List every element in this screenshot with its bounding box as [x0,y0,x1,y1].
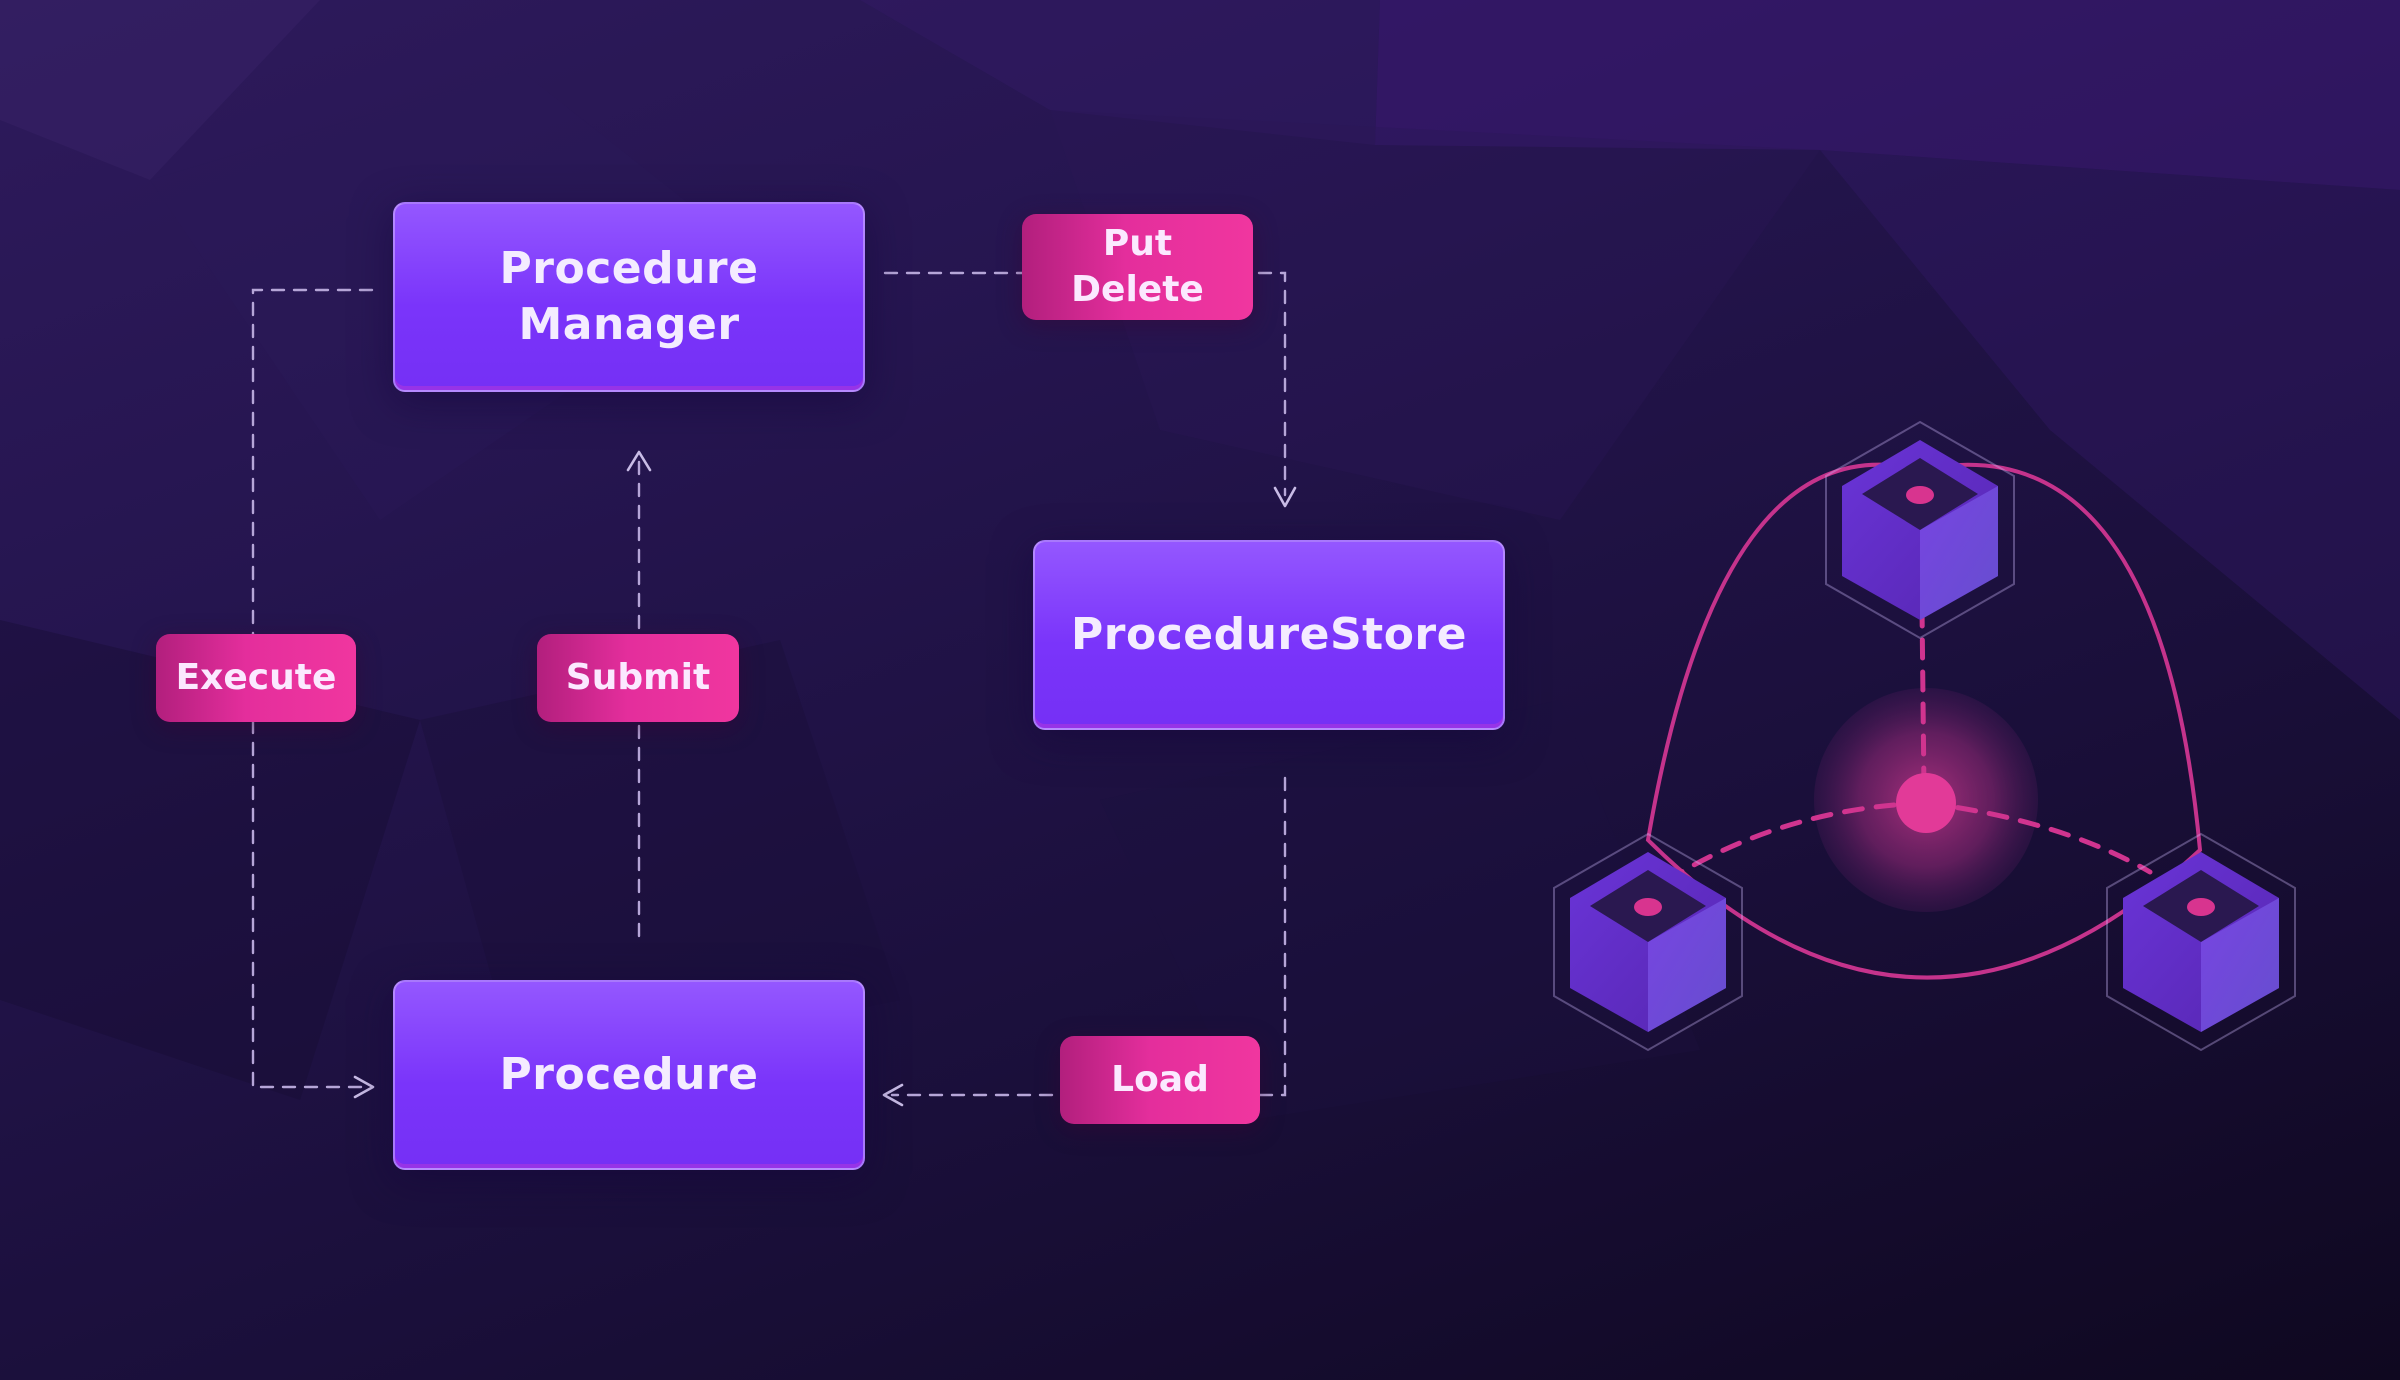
arrowhead-execute [353,1075,375,1099]
spoke-left [1657,800,1929,888]
procedure-label: Procedure [499,1049,759,1100]
delete-label: Delete [1071,269,1204,310]
load-connector [890,776,1287,1097]
procedure-manager-label-line1: Procedure [499,243,759,294]
cube-top-icon [1825,420,2015,640]
load-label: Load [1111,1059,1209,1100]
spoke-right [1923,800,2153,875]
procedure-store-label: ProcedureStore [1071,609,1467,660]
put-label: Put [1102,223,1173,264]
core-node [1896,773,1956,833]
put-delete-tag: Put Delete [1022,214,1253,320]
procedure-node[interactable]: Procedure [393,980,865,1170]
arrowhead-put-delete [1273,486,1297,508]
execute-label: Execute [175,657,337,698]
network-ring [1645,462,2203,980]
arrowhead-load [882,1083,904,1107]
submit-label: Submit [565,657,711,698]
spoke-top [1919,605,1927,793]
procedure-manager-node[interactable]: Procedure Manager [393,202,865,392]
cube-left-icon [1553,832,1743,1052]
arrowhead-submit [626,450,652,472]
procedure-store-node[interactable]: ProcedureStore [1033,540,1505,730]
load-tag: Load [1060,1036,1260,1124]
put-delete-connector [883,271,1287,497]
submit-tag: Submit [537,634,739,722]
execute-tag: Execute [156,634,356,722]
cube-right-icon [2106,832,2296,1052]
procedure-manager-label-line2: Manager [518,299,740,350]
